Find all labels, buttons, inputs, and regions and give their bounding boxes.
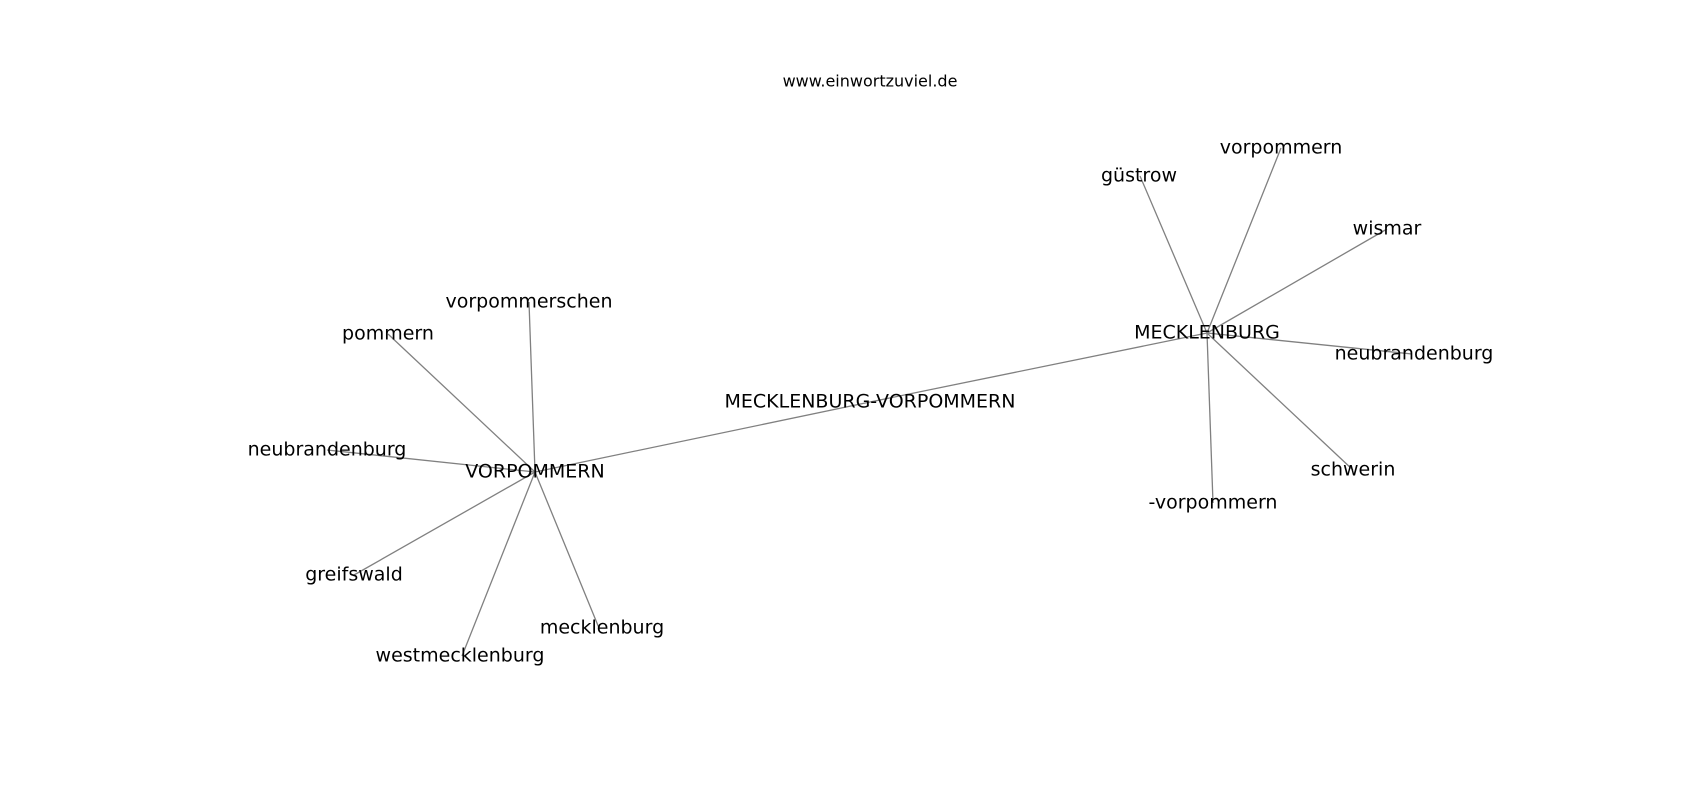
edges-layer — [326, 147, 1413, 657]
node-label-v-vorpommerschen: vorpommerschen — [445, 291, 612, 313]
source-caption: www.einwortzuviel.de — [783, 72, 958, 91]
edge-mecklenburg_hub-m_vorpommern — [1206, 147, 1282, 334]
node-label-m-wismar: wismar — [1353, 218, 1422, 240]
edge-vorpommern_hub-v_vorpommerschen — [528, 301, 536, 473]
node-label-m-dash-vorpommern: -vorpommern — [1149, 492, 1278, 514]
node-label-m-vorpommern: vorpommern — [1220, 137, 1343, 159]
node-label-center: MECKLENBURG-VORPOMMERN — [725, 391, 1016, 413]
node-label-v-neubrandenburg: neubrandenburg — [248, 439, 407, 461]
node-label-v-westmecklenburg: westmecklenburg — [376, 645, 545, 667]
node-label-vorpommern-hub: VORPOMMERN — [465, 461, 604, 483]
edge-vorpommern_hub-v_greifswald — [353, 471, 536, 576]
edge-vorpommern_hub-v_westmecklenburg — [461, 471, 536, 657]
edge-mecklenburg_hub-m_schwerin — [1206, 332, 1354, 471]
edge-vorpommern_hub-center — [534, 401, 871, 473]
node-label-mecklenburg-hub: MECKLENBURG — [1134, 322, 1280, 344]
node-label-v-greifswald: greifswald — [305, 564, 403, 586]
edge-vorpommern_hub-v_pommern — [387, 333, 536, 473]
edge-mecklenburg_hub-m_wismar — [1206, 228, 1388, 334]
edge-mecklenburg_hub-m_dash_vorpommern — [1206, 332, 1214, 504]
edge-vorpommern_hub-v_neubrandenburg — [326, 449, 536, 473]
edge-mecklenburg_hub-m_guestrow — [1139, 175, 1208, 334]
labels-layer: MECKLENBURG-VORPOMMERN VORPOMMERN MECKLENB… — [248, 137, 1494, 667]
edge-vorpommern_hub-v_mecklenburg — [534, 471, 600, 629]
edge-mecklenburg_hub-m_neubrandenburg — [1206, 332, 1413, 355]
edge-center-mecklenburg_hub — [869, 332, 1208, 403]
node-label-v-mecklenburg: mecklenburg — [540, 617, 664, 639]
node-label-m-schwerin: schwerin — [1311, 459, 1396, 481]
node-label-v-pommern: pommern — [342, 323, 434, 345]
node-label-m-neubrandenburg: neubrandenburg — [1335, 343, 1494, 365]
node-label-m-guestrow: güstrow — [1101, 165, 1177, 187]
